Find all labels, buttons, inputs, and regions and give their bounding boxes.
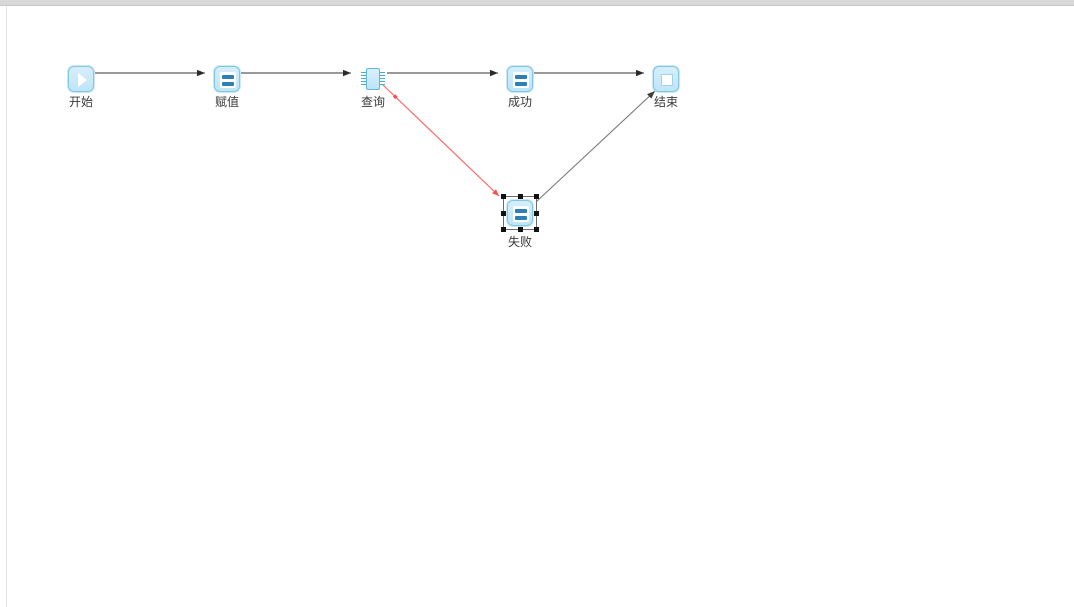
task-bars-icon — [215, 67, 241, 93]
node-assign[interactable]: 赋值 — [214, 66, 240, 109]
node-end-label: 结束 — [653, 95, 679, 109]
node-failure-label: 失败 — [507, 235, 533, 249]
resize-handle-e[interactable] — [534, 210, 539, 216]
resize-handle-w[interactable] — [501, 210, 506, 216]
node-end[interactable]: 结束 — [653, 66, 679, 109]
stop-icon — [654, 67, 680, 93]
node-query[interactable]: 查询 — [360, 66, 386, 109]
resize-handle-se[interactable] — [534, 227, 539, 232]
resize-handle-n[interactable] — [517, 194, 523, 199]
node-failure-shape[interactable] — [507, 200, 533, 226]
selection-outline — [503, 196, 537, 230]
edge-layer — [95, 69, 656, 203]
resize-handle-s[interactable] — [517, 227, 523, 232]
node-query-label: 查询 — [360, 95, 386, 109]
diagram-canvas[interactable]: 开始 赋值 — [6, 6, 1074, 607]
edge-query-to-failure[interactable] — [382, 84, 500, 197]
node-start-label: 开始 — [68, 95, 94, 109]
node-assign-shape[interactable] — [214, 66, 240, 92]
node-start-shape[interactable] — [68, 66, 94, 92]
play-icon — [69, 67, 95, 93]
node-start[interactable]: 开始 — [68, 66, 94, 109]
node-success-shape[interactable] — [507, 66, 533, 92]
node-success-label: 成功 — [507, 95, 533, 109]
node-failure[interactable]: 失败 — [501, 194, 539, 249]
task-bars-icon — [508, 201, 534, 227]
window-top-bar — [0, 0, 1074, 6]
task-bars-icon — [508, 67, 534, 93]
edge-failure-to-end[interactable] — [535, 90, 656, 203]
resize-handle-sw[interactable] — [501, 227, 506, 232]
node-query-shape[interactable] — [360, 66, 386, 92]
chip-icon — [360, 66, 386, 92]
resize-handle-ne[interactable] — [534, 194, 539, 199]
edge-waypoint-marker[interactable] — [392, 94, 398, 100]
node-success[interactable]: 成功 — [507, 66, 533, 109]
resize-handle-nw[interactable] — [501, 194, 506, 199]
node-end-shape[interactable] — [653, 66, 679, 92]
node-assign-label: 赋值 — [214, 95, 240, 109]
